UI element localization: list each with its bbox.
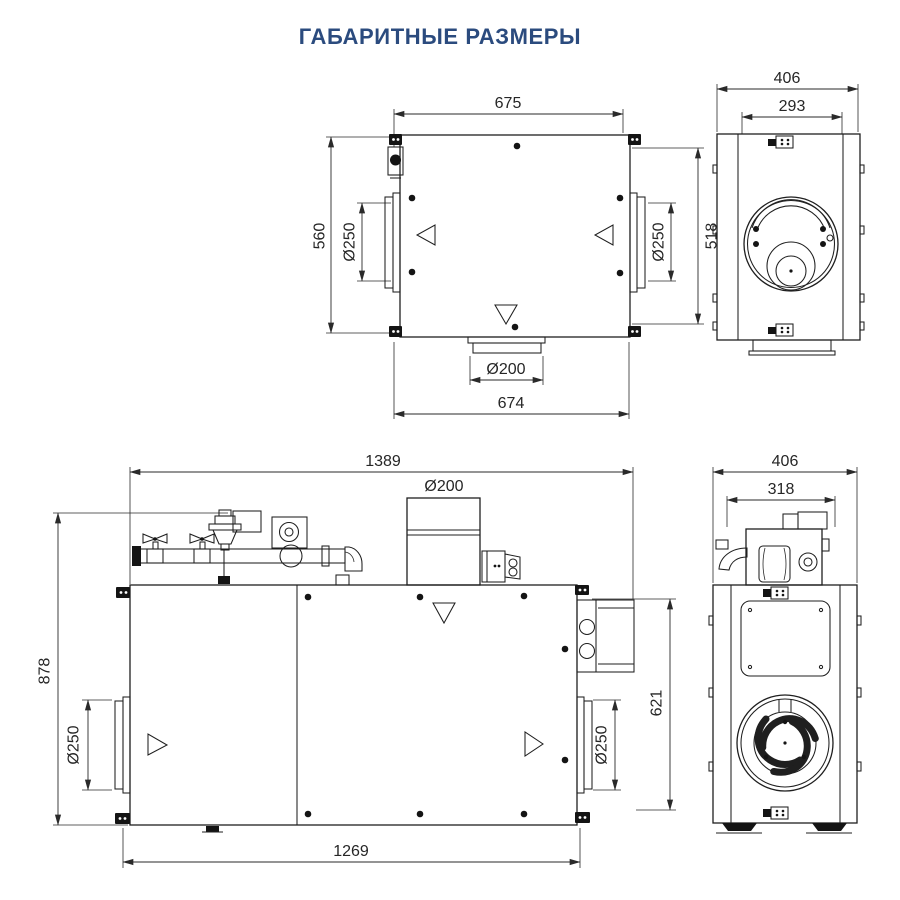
pipe-elbow-end [718,547,748,571]
airflow-arrow-right-icon [147,733,169,756]
filter-assembly [208,509,262,551]
outlet-collar [467,336,546,354]
hydraulic-mixing-unit [132,509,363,586]
valve-handle-icon [189,533,215,550]
end-view-bottom: 406 318 [708,453,862,834]
dim-label: 621 [649,690,666,717]
dim-label: Ø250 [594,725,611,764]
dim-width-outer: 406 [712,453,858,583]
access-panel [740,600,831,677]
feet [716,823,852,834]
side-pins [708,615,862,772]
dim-width-bottom: 1269 [122,828,581,868]
airflow-arrow-right-icon [593,224,614,246]
connection-box-right [576,599,635,673]
flange-right [629,192,646,293]
side-pins [712,164,865,331]
top-view: 675 560 518 Ø250 [312,95,721,419]
airflow-arrow-right-icon [524,731,544,757]
outlet-collar-top [406,497,481,586]
fan-impeller [736,694,834,792]
latch-bottom [763,806,789,820]
electrical-box [481,550,521,583]
corner-sensor [387,146,404,179]
dim-label: 518 [704,223,721,250]
mixing-unit-end [715,511,830,586]
unit-body-outline [712,584,858,824]
dim-width-top: 675 [393,95,624,147]
dim-flange-left: Ø250 [342,202,391,282]
end-view-top: 406 293 [712,70,865,356]
dim-outlet-top-label: Ø200 [424,478,463,495]
airflow-arrows [415,224,614,326]
dim-label: 1389 [365,453,401,470]
airflow-arrow-down-icon [432,602,456,625]
bottom-flange [748,339,836,356]
latch-bottom [768,323,794,337]
dim-width-inner: 293 [741,98,843,134]
panel-screws [304,592,569,818]
dim-label: 674 [498,395,525,412]
dim-flange-left: Ø250 [66,699,112,791]
dim-label: 406 [772,453,799,470]
dim-label: 878 [37,658,54,685]
fan-inlet [743,196,839,292]
airflow-arrow-down-icon [494,304,518,326]
dim-outlet-bottom: Ø200 [469,356,544,385]
dim-height-left: 560 [312,136,398,334]
dim-label: 675 [495,95,522,112]
dim-label: 406 [774,70,801,87]
corner-brackets [115,585,590,824]
flange-left [384,192,401,293]
panel-screws [408,142,624,331]
corner-brackets [389,134,641,337]
flange-right [576,696,593,794]
dim-height-right: 518 [632,147,721,325]
front-view: 1389 Ø200 878 621 1269 [37,453,676,868]
dim-label: Ø250 [651,222,668,261]
dim-label: 560 [312,223,329,250]
dim-label: Ø200 [486,361,525,378]
airflow-arrows [147,602,544,757]
valve-handle-icon [142,533,168,550]
dim-flange-right: Ø250 [648,202,676,282]
dim-label: 293 [779,98,806,115]
page-title: ГАБАРИТНЫЕ РАЗМЕРЫ [298,24,582,49]
flange-left [114,696,131,794]
dim-width-total: 1389 [129,453,634,599]
latch-top [768,135,794,149]
dim-label: 1269 [333,843,369,860]
circulation-pump [271,516,308,549]
latch-top [763,586,789,600]
bottom-drain [202,826,223,833]
dim-width-bottom: 674 [393,342,630,419]
dim-label: Ø250 [66,725,83,764]
dim-width-outer: 406 [716,70,859,132]
unit-body-outline [129,584,578,826]
dim-width-inner: 318 [726,481,836,527]
dim-label: 318 [768,481,795,498]
dim-height-right: 621 [592,598,676,811]
dim-height-total: 878 [37,512,228,826]
airflow-arrow-left-icon [415,224,436,246]
pipe-elbow [335,546,363,586]
dim-label: Ø250 [342,222,359,261]
dim-flange-right: Ø250 [593,699,621,791]
